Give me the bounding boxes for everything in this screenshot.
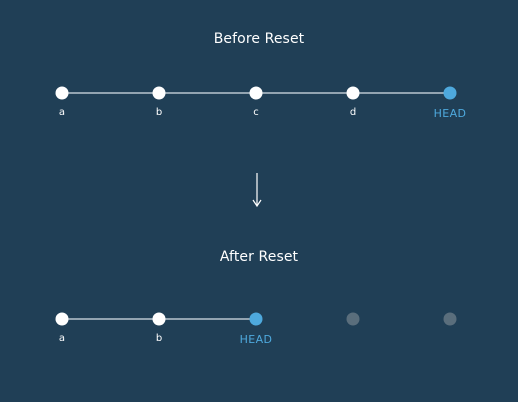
after-commit-node-orphaned-3 <box>346 312 360 326</box>
before-commit-node-c <box>249 86 263 100</box>
before-commit-label-d: d <box>349 107 357 118</box>
before-commit-node-a <box>55 86 69 100</box>
before-commit-label-c: c <box>253 107 259 118</box>
before-commit-label-b: b <box>155 107 163 118</box>
before-commit-node-head <box>443 86 457 100</box>
after-commit-node-head <box>249 312 263 326</box>
before-reset-title: Before Reset <box>213 31 305 47</box>
before-reset-timeline <box>55 86 457 100</box>
after-commit-label-b: b <box>155 333 163 344</box>
after-commit-node-orphaned-4 <box>443 312 457 326</box>
after-commit-label-head: HEAD <box>239 333 273 346</box>
after-commit-node-b <box>152 312 166 326</box>
after-commit-label-a: a <box>58 333 66 344</box>
arrow-down-icon <box>252 173 262 208</box>
after-reset-timeline <box>55 312 457 326</box>
after-reset-title: After Reset <box>219 249 299 265</box>
before-commit-label-a: a <box>58 107 66 118</box>
after-commit-node-a <box>55 312 69 326</box>
before-commit-node-d <box>346 86 360 100</box>
before-commit-label-head: HEAD <box>433 107 467 120</box>
before-commit-node-b <box>152 86 166 100</box>
